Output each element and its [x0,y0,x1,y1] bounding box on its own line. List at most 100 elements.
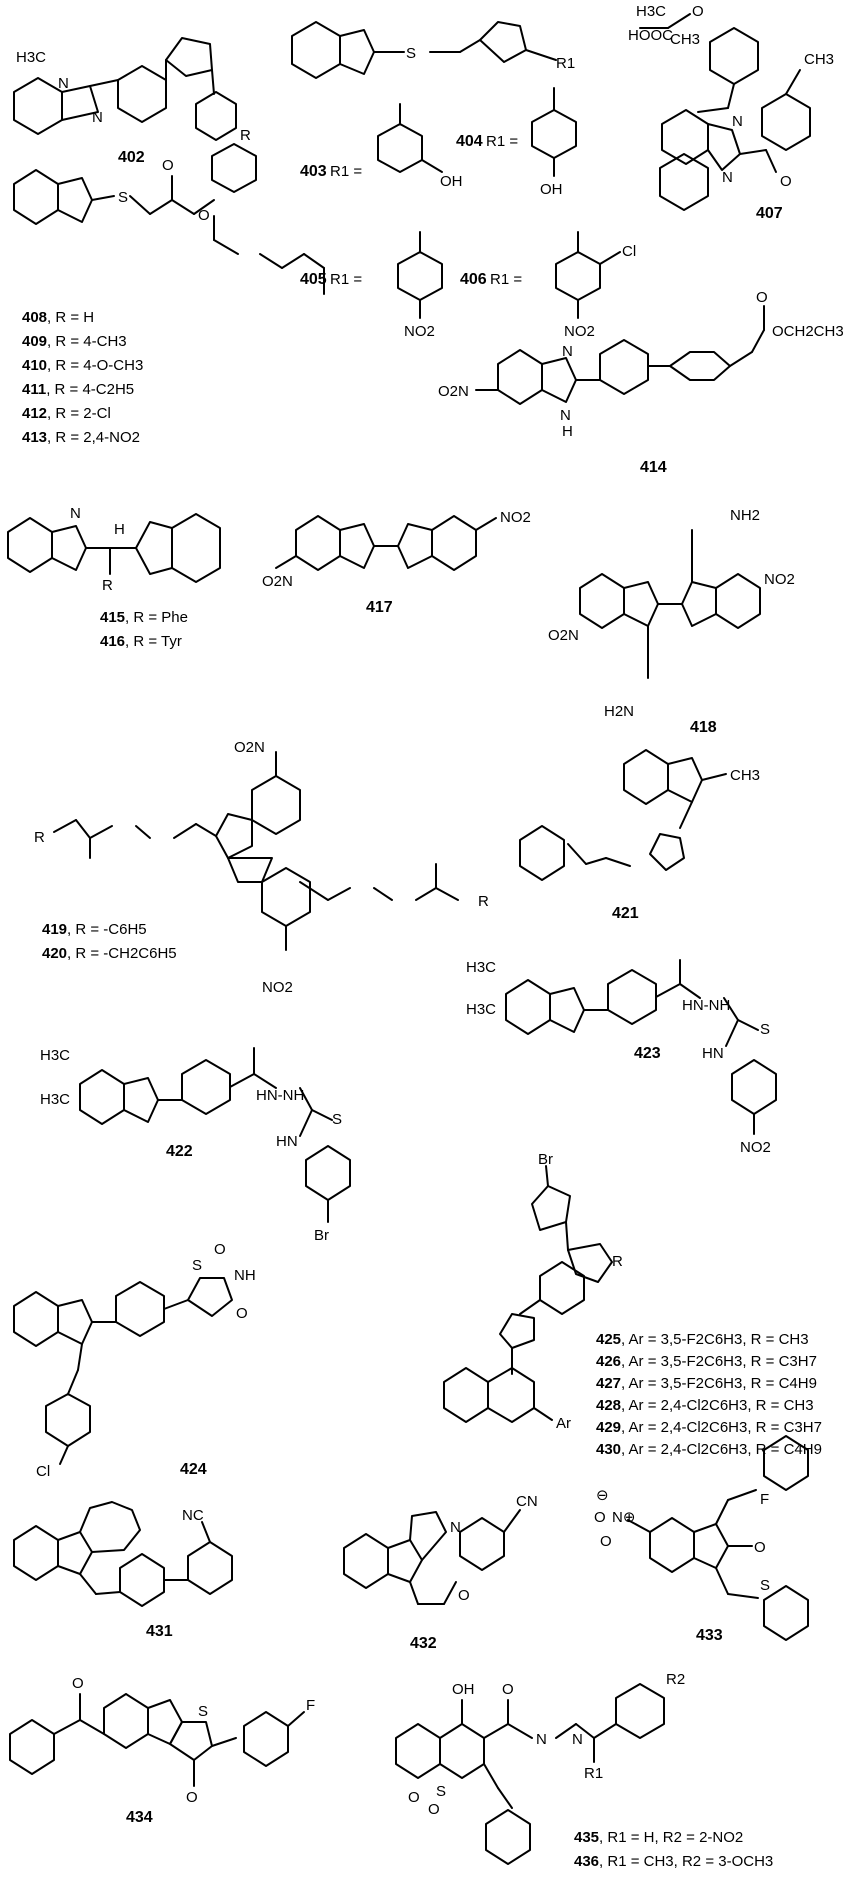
atom-label: N [536,1731,547,1748]
atom-label: O [502,1681,514,1698]
atom-label: NO2 [500,509,531,526]
atom-label: Cl [622,243,636,260]
atom-label: S [760,1577,770,1594]
r1-eq-label: R1 = [490,271,522,288]
svg-text:430, Ar = 2,4-Cl2C6H3, R = C4H: 430, Ar = 2,4-Cl2C6H3, R = C4H9 [596,1441,822,1458]
structure-417 [275,515,497,571]
structure-425 [443,1165,613,1423]
r-label: R [102,577,113,594]
atom-label: CH3 [804,51,834,68]
compound-id-433: 433 [696,1627,723,1644]
r-label: R [34,829,45,846]
atom-label: NO2 [740,1139,771,1156]
structure-424 [13,1277,233,1465]
compound-id-422: 422 [166,1143,193,1160]
atom-label: O [594,1509,606,1526]
svg-text:420, R = -CH2C6H5: 420, R = -CH2C6H5 [42,945,177,962]
svg-text:427, Ar = 3,5-F2C6H3, R = C4H9: 427, Ar = 3,5-F2C6H3, R = C4H9 [596,1375,817,1392]
atom-label: O2N [234,739,265,756]
svg-text:409, R = 4-CH3: 409, R = 4-CH3 [22,333,127,350]
atom-label: N [732,113,743,130]
atom-label: CN [516,1493,538,1510]
structure-422 [79,1047,351,1223]
r1-eq-label: R1 = [330,163,362,180]
atom-label: NO2 [564,323,595,340]
atom-label: O2N [262,573,293,590]
compound-id-424: 424 [180,1461,207,1478]
ar-label: Ar [556,1415,571,1432]
compound-id-406: 406 [460,271,487,288]
atom-label: N [722,169,733,186]
structure-403 [377,103,443,173]
atom-label: ⊖ [596,1487,609,1504]
compound-id-423: 423 [634,1045,661,1062]
svg-text:411, R = 4-C2H5: 411, R = 4-C2H5 [22,381,134,398]
svg-text:413, R = 2,4-NO2: 413, R = 2,4-NO2 [22,429,140,446]
r1-eq-label: R1 = [330,271,362,288]
atom-label: H3C [636,3,666,20]
atom-label: H2N [604,703,634,720]
atom-label: F [760,1491,769,1508]
atom-label: H [114,521,125,538]
structure-419 [53,751,459,951]
structure-408 [13,143,325,295]
atom-label: O [756,289,768,306]
atom-label: O2N [548,627,579,644]
atom-label: HOOC [628,27,673,44]
svg-text:425, Ar = 3,5-F2C6H3, R = CH3: 425, Ar = 3,5-F2C6H3, R = CH3 [596,1331,809,1348]
series-419-legend: 419, R = -C6H5 420, R = -CH2C6H5 [42,921,177,962]
compound-id-417: 417 [366,599,393,616]
atom-label: S [436,1783,446,1800]
atom-label: H3C [40,1047,70,1064]
svg-text:415, R = Phe: 415, R = Phe [100,609,188,626]
compound-id-402: 402 [118,149,145,166]
atom-label: OCH2CH3 [772,323,844,340]
atom-label: S [118,189,128,206]
atom-label: Cl [36,1463,50,1480]
atom-label: S [192,1257,202,1274]
svg-text:429, Ar = 2,4-Cl2C6H3, R = C3H: 429, Ar = 2,4-Cl2C6H3, R = C3H7 [596,1419,822,1436]
atom-label: OH [440,173,463,190]
atom-label: H3C [16,49,46,66]
structure-402 [13,37,237,141]
compound-id-407: 407 [756,205,783,222]
atom-label: NO2 [404,323,435,340]
r1-label: R1 [584,1765,603,1782]
compound-id-434: 434 [126,1809,153,1826]
atom-label: S [332,1111,342,1128]
atom-label: S [406,45,416,62]
atom-label: O [214,1241,226,1258]
svg-text:410, R = 4-O-CH3: 410, R = 4-O-CH3 [22,357,143,374]
compound-id-403: 403 [300,163,327,180]
structure-403-core [291,21,557,79]
atom-label: O [780,173,792,190]
atom-label: H3C [40,1091,70,1108]
atom-label: H3C [466,959,496,976]
atom-label: HN [276,1133,298,1150]
atom-label: N [70,505,81,522]
atom-label: NO2 [262,979,293,996]
r1-label: R1 [556,55,575,72]
structure-433 [627,1435,809,1641]
oh-label: OH [452,1681,475,1698]
atom-label: N [572,1731,583,1748]
atom-label: S [760,1021,770,1038]
svg-text:419, R = -C6H5: 419, R = -C6H5 [42,921,147,938]
r-label: R [612,1253,623,1270]
structure-423 [505,959,777,1135]
svg-text:408, R = H: 408, R = H [22,309,94,326]
structure-421 [519,749,727,881]
r1-eq-label: R1 = [486,133,518,150]
svg-text:435, R1 = H, R2 = 2-NO2: 435, R1 = H, R2 = 2-NO2 [574,1829,743,1846]
compound-id-404: 404 [456,133,483,150]
svg-text:416, R = Tyr: 416, R = Tyr [100,633,182,650]
atom-label: O2N [438,383,469,400]
atom-label: O [236,1305,248,1322]
atom-label: NC [182,1507,204,1524]
atom-label: N [562,343,573,360]
atom-label: F [306,1697,315,1714]
series-408-legend: 408, R = H 409, R = 4-CH3 410, R = 4-O-C… [22,309,143,446]
atom-label: HN [702,1045,724,1062]
compound-id-431: 431 [146,1623,173,1640]
